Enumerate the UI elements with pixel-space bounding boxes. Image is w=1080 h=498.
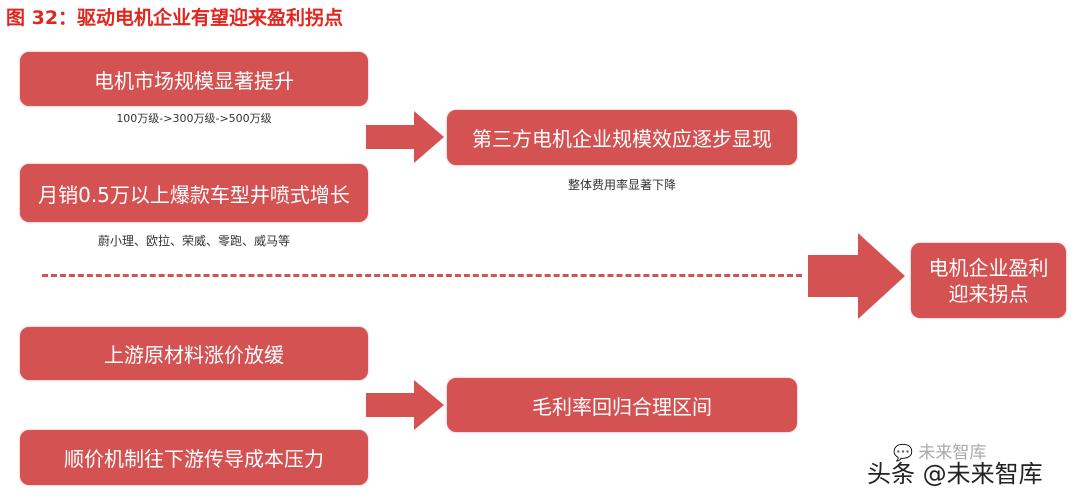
watermark-wechat: 💬 未来智库 [893, 438, 986, 463]
divider-dashed-line [42, 274, 802, 277]
box-raw-material: 上游原材料涨价放缓 [20, 327, 368, 380]
box-hit-models: 月销0.5万以上爆款车型井喷式增长 [20, 164, 368, 222]
watermark-wechat-text: 未来智库 [918, 443, 987, 463]
box-gross-margin: 毛利率回归合理区间 [447, 378, 797, 432]
wechat-icon: 💬 [893, 443, 913, 462]
big-arrow-right-icon [808, 233, 905, 319]
box-cost-pass-through: 顺价机制往下游传导成本压力 [20, 430, 368, 485]
caption-brands: 蔚小理、欧拉、荣威、零跑、威马等 [97, 234, 290, 248]
figure-title: 图 32：驱动电机企业有望迎来盈利拐点 [6, 7, 344, 29]
caption-market-scale: 100万级->300万级->500万级 [116, 112, 272, 125]
box-profit-inflection: 电机企业盈利迎来拐点 [911, 243, 1066, 318]
arrow-right-icon [366, 111, 444, 163]
box-motor-market: 电机市场规模显著提升 [20, 52, 368, 106]
box-scale-effect: 第三方电机企业规模效应逐步显现 [447, 110, 797, 165]
arrow-right-icon [366, 380, 444, 430]
caption-cost-rate: 整体费用率显著下降 [567, 178, 676, 192]
watermark-toutiao: 头条 @未来智库 [867, 460, 1043, 488]
